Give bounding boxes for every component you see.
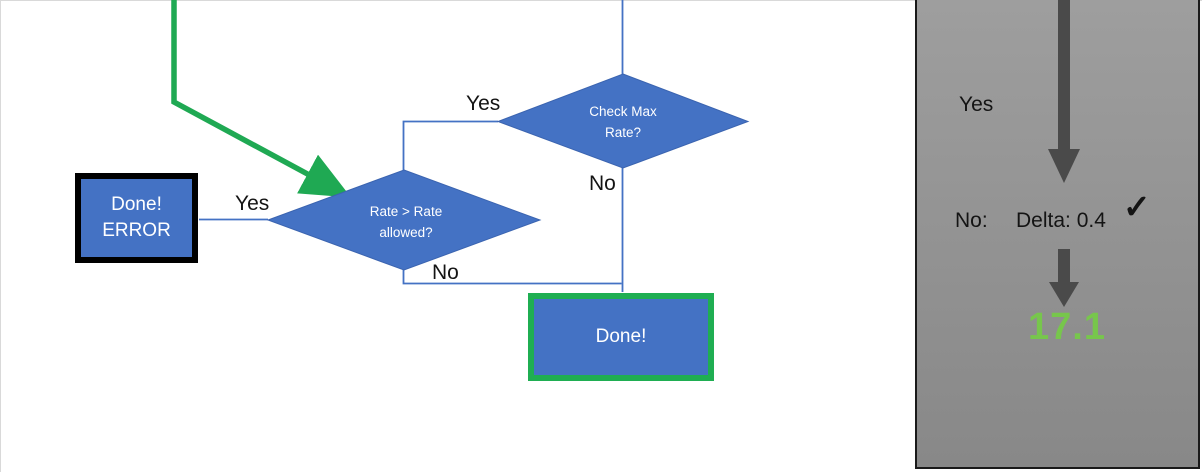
down-arrow-top-icon xyxy=(1048,0,1080,183)
connector-checkmax-yes xyxy=(402,120,498,170)
flowchart: Check Max Rate? Rate > Rate allowed? xyxy=(171,0,750,292)
label-rate-no: No xyxy=(432,261,459,284)
label-rate-yes: Yes xyxy=(235,192,270,215)
decision-check-max-line2: Rate? xyxy=(605,125,641,140)
done-error-line1: Done! xyxy=(111,194,162,216)
panel-yes-label: Yes xyxy=(959,93,994,116)
decision-rate-allowed: Rate > Rate allowed? xyxy=(266,169,542,271)
panel-no-label: No: xyxy=(955,209,988,232)
panel-arrows xyxy=(1048,0,1080,307)
status-panel-content: Yes No: Delta: 0.4 ✓ 17.1 xyxy=(917,0,1198,467)
checkmark-icon: ✓ xyxy=(1123,188,1151,225)
green-path-arrow xyxy=(171,0,352,198)
connector-lines xyxy=(199,0,624,292)
panel-delta-value: Delta: 0.4 xyxy=(1016,209,1106,232)
done-error-line2: ERROR xyxy=(102,220,171,241)
decision-rate-line1: Rate > Rate xyxy=(370,204,442,219)
decision-check-max-line1: Check Max xyxy=(589,104,657,119)
done-box: Done! xyxy=(528,293,714,381)
connector-rate-no xyxy=(402,270,622,285)
panel-result-value: 17.1 xyxy=(1028,306,1106,348)
decision-check-max-rate: Check Max Rate? xyxy=(496,73,750,169)
decision-rate-line2: allowed? xyxy=(379,225,432,240)
label-checkmax-no: No xyxy=(589,172,616,195)
done-box-label: Done! xyxy=(595,326,647,348)
down-arrow-bottom-icon xyxy=(1049,249,1079,307)
label-checkmax-yes: Yes xyxy=(466,92,501,115)
done-error-box: Done! ERROR xyxy=(75,173,198,263)
status-side-panel: Yes No: Delta: 0.4 ✓ 17.1 xyxy=(915,0,1200,469)
